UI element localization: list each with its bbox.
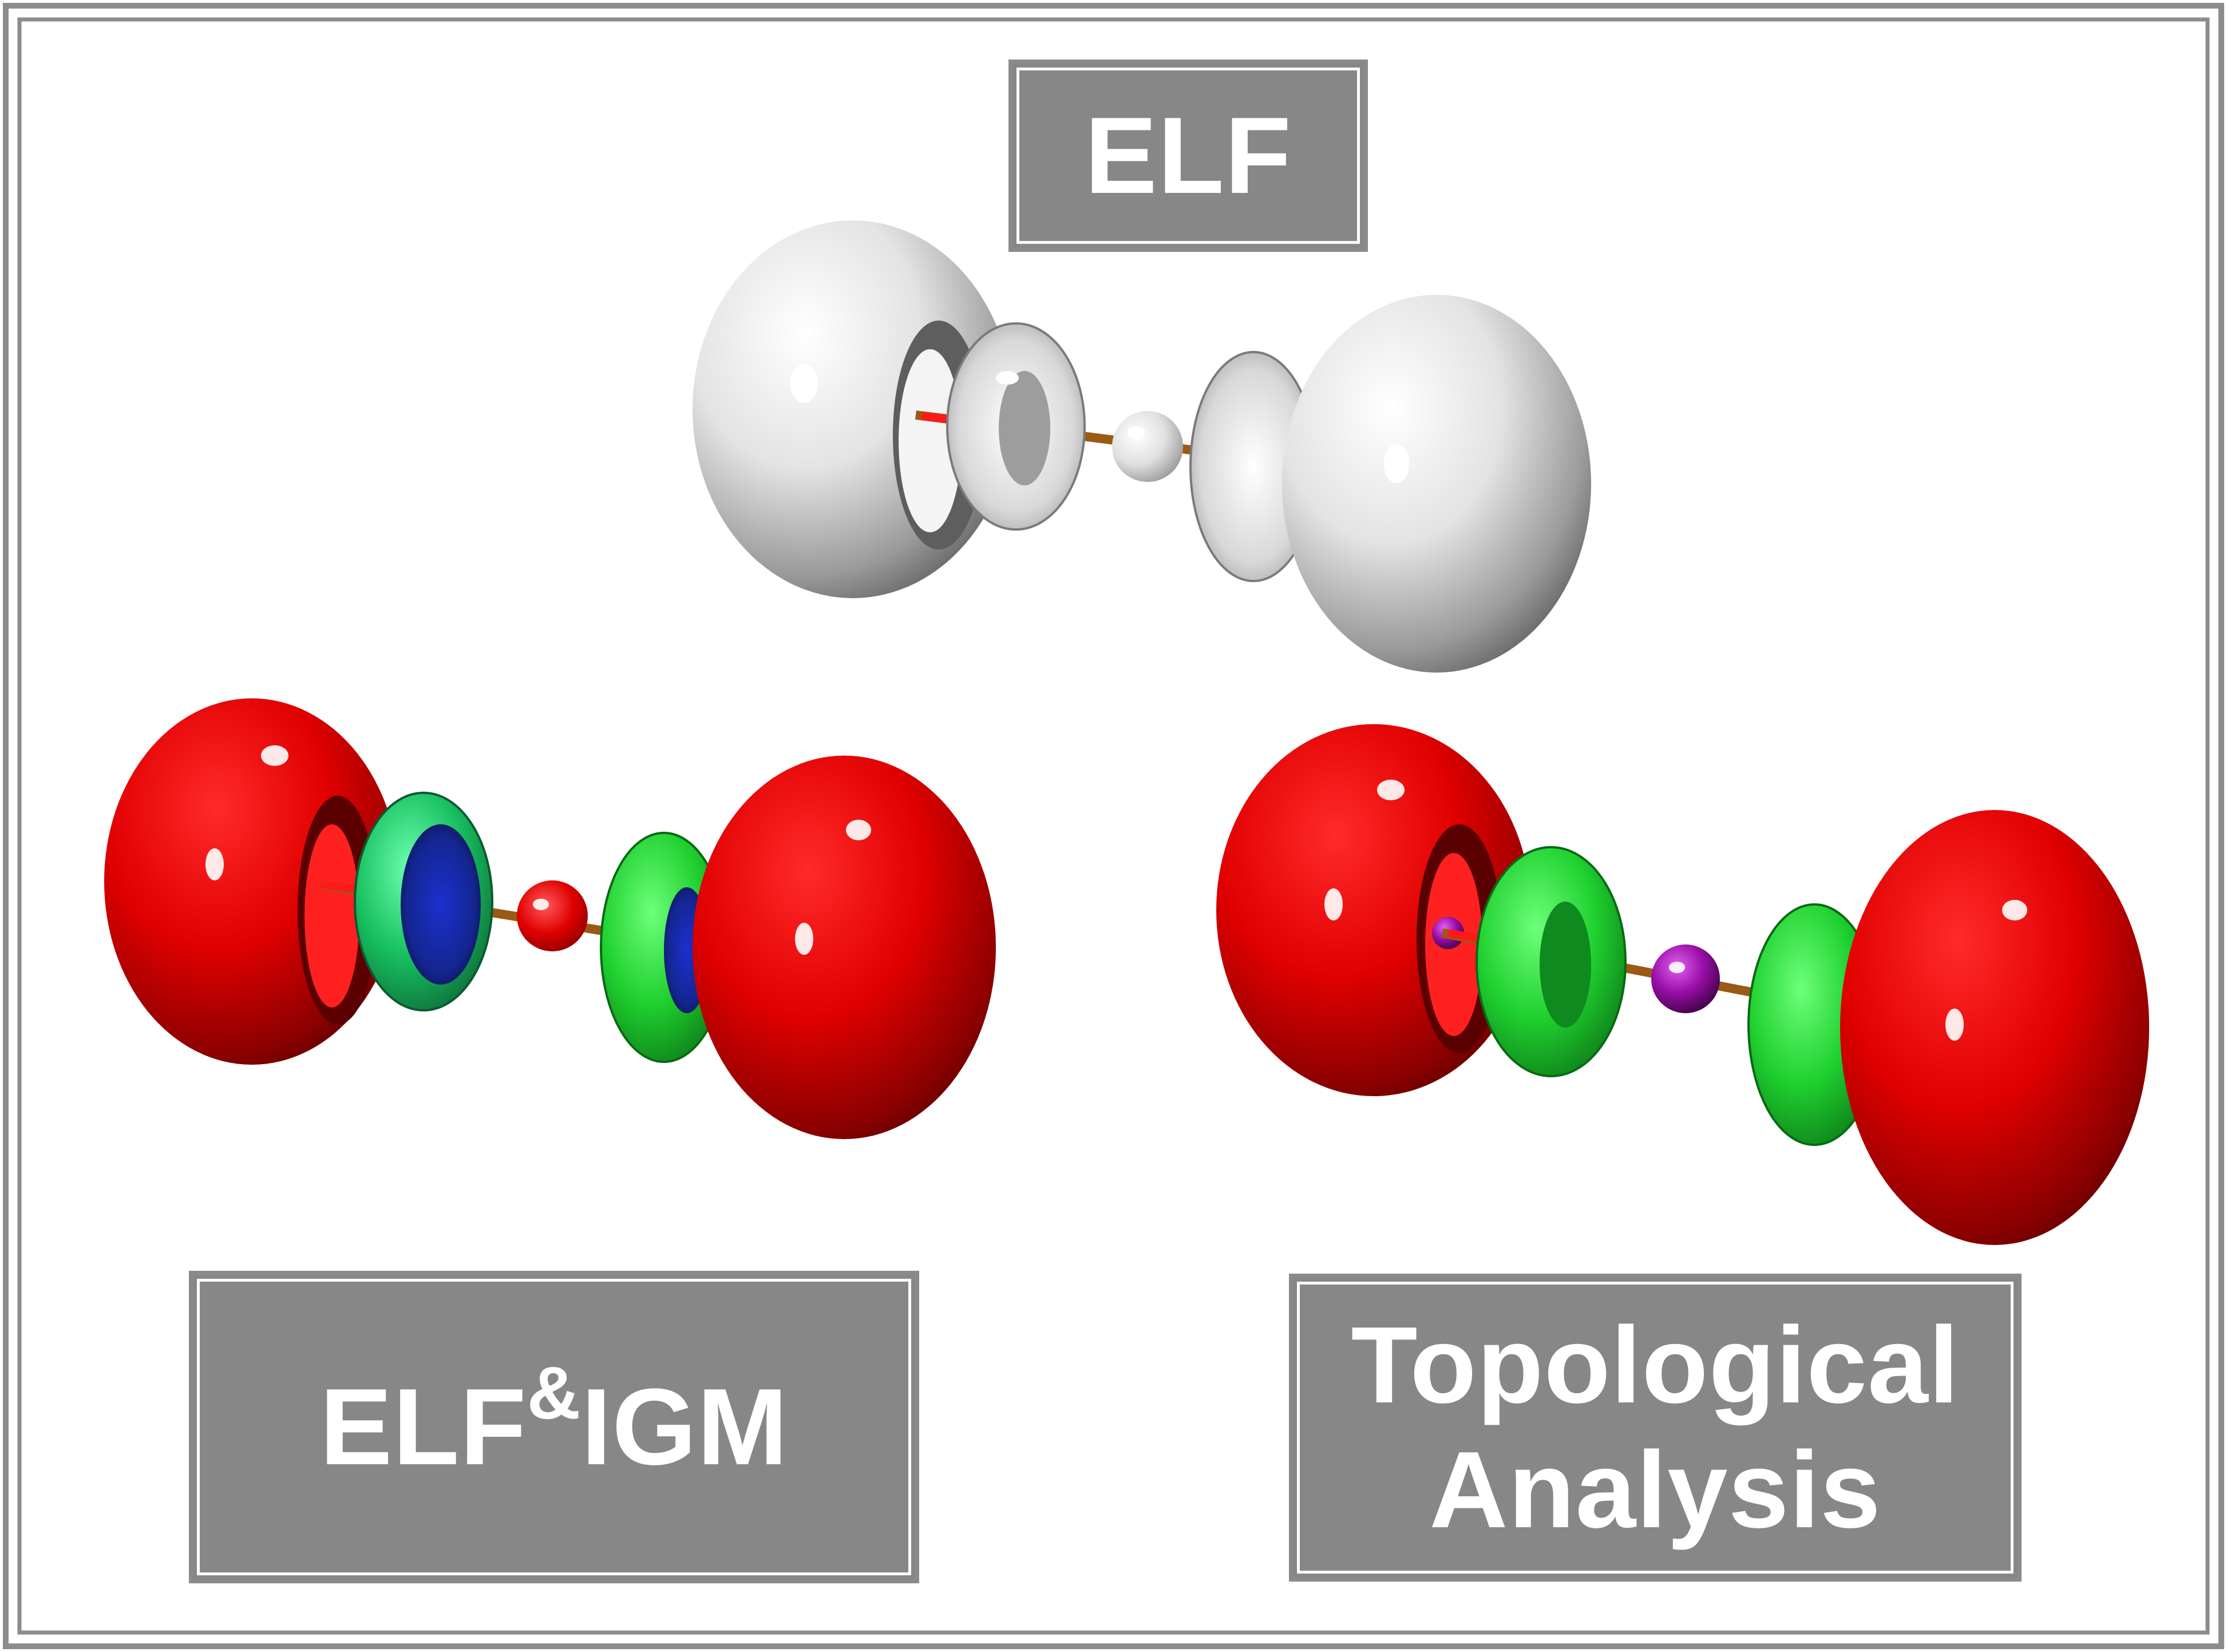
elf-label: ELF [1085,95,1292,216]
elf-label-box: ELF [1008,60,1368,252]
topological-label-line1: Topological [1351,1305,1960,1426]
topological-label: Topological Analysis [1351,1303,1960,1552]
topological-molecule [1216,724,2149,1245]
outer-frame [3,3,2224,1649]
elf-igm-label-left: ELF [319,1366,527,1488]
elf-igm-label-box: ELF&IGM [189,1271,919,1583]
topological-label-line2: Analysis [1429,1429,1881,1551]
topological-label-box: Topological Analysis [1289,1274,2022,1582]
inner-frame [17,17,2210,1635]
elf-igm-label-right: IGM [581,1366,789,1488]
elf-molecule [693,220,1591,673]
elf-igm-label: ELF&IGM [319,1351,789,1489]
elf-igm-ampersand: & [527,1351,582,1434]
elf-igm-molecule [104,698,996,1139]
